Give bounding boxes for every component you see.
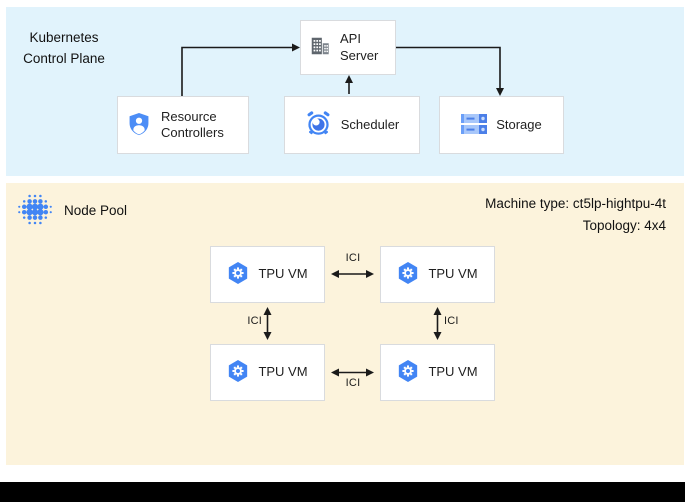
building-icon [309, 35, 331, 60]
shield-user-icon [126, 111, 152, 140]
scheduler-label: Scheduler [340, 116, 400, 132]
topology-text: Topology: 4x4 [582, 217, 666, 233]
ici-label-left: ICI [247, 315, 262, 327]
control-plane-title: Kubernetes Control Plane [23, 30, 105, 66]
scheduler-box: Scheduler [284, 96, 420, 154]
tpu-vm-box-top-left: TPU VM [210, 246, 325, 303]
resource-controllers-box: Resource Controllers [117, 96, 249, 154]
tpu-vm-box-bottom-right: TPU VM [380, 344, 495, 401]
storage-disks-icon [461, 112, 488, 139]
tpu-vm-label: TPU VM [428, 266, 478, 282]
storage-label: Storage [496, 116, 542, 132]
connector-ici-right [433, 307, 442, 340]
node-pool-title: Node Pool [64, 203, 128, 218]
api-server-label: API Server [340, 31, 379, 63]
connector-api-server-to-storage [396, 46, 504, 96]
node-pool-panel [6, 183, 684, 465]
machine-type-text: Machine type: ct5lp-hightpu-4t [485, 196, 666, 211]
tpu-vm-label: TPU VM [258, 364, 308, 380]
tpu-hexagon-icon [227, 261, 249, 288]
tpu-vm-label: TPU VM [428, 364, 478, 380]
tpu-vm-box-top-right: TPU VM [380, 246, 495, 303]
bottom-bar [0, 482, 685, 502]
tpu-hexagon-icon [227, 359, 249, 386]
connector-ici-left [263, 307, 272, 340]
ici-label-bottom: ICI [345, 377, 361, 389]
tpu-hexagon-icon [397, 359, 419, 386]
tpu-vm-box-bottom-left: TPU VM [210, 344, 325, 401]
resource-controllers-label: Resource Controllers [161, 108, 224, 140]
storage-box: Storage [439, 96, 564, 154]
connector-scheduler-to-api-server [345, 75, 353, 94]
node-pool-meta: Machine type: ct5lp-hightpu-4t Topology:… [485, 193, 666, 236]
node-pool-dots-icon [17, 193, 53, 231]
ici-label-right: ICI [444, 315, 459, 327]
connector-ici-bottom [331, 368, 374, 377]
ici-label-top: ICI [345, 252, 361, 264]
api-server-box: API Server [300, 20, 396, 75]
alarm-clock-icon [305, 110, 332, 140]
connector-resource-controllers-to-api-server [181, 43, 300, 96]
tpu-vm-label: TPU VM [258, 266, 308, 282]
connector-ici-top [331, 270, 374, 278]
tpu-hexagon-icon [397, 261, 419, 288]
